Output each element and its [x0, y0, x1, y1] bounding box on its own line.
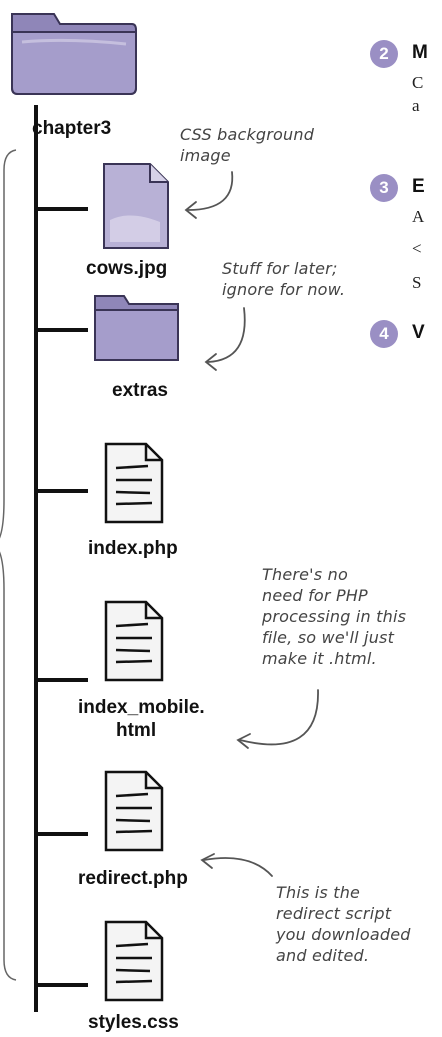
document-icon [104, 770, 164, 852]
file-cows[interactable] [100, 160, 172, 252]
step-number-4: 4 [370, 320, 398, 348]
step-text-3b: < [412, 239, 422, 258]
folder-extras[interactable] [92, 288, 182, 364]
file-index-mobile[interactable] [102, 598, 166, 684]
file-index-php-label: index.php [88, 538, 178, 559]
folder-icon [94, 295, 179, 361]
annotation-extras: Stuff for later; ignore for now. [222, 259, 346, 299]
file-styles[interactable] [102, 918, 166, 1004]
step-heading-4: V [412, 322, 425, 343]
document-icon [104, 920, 164, 1002]
root-folder-label: chapter3 [32, 118, 112, 139]
step-number-3: 3 [370, 174, 398, 202]
file-cows-label: cows.jpg [86, 258, 168, 279]
file-index-mobile-label-2: html [116, 720, 157, 741]
step-heading-3: E [412, 176, 425, 197]
file-index-mobile-label-1: index_mobile. [78, 697, 205, 718]
annotation-redirect: This is the redirect script you download… [276, 883, 411, 965]
file-index-php[interactable] [102, 440, 166, 526]
folder-icon [11, 13, 137, 95]
root-folder[interactable] [8, 2, 138, 98]
step-heading-2: M [412, 42, 428, 63]
step-text-2b: a [412, 96, 420, 115]
step-number-2: 2 [370, 40, 398, 68]
file-redirect[interactable] [102, 768, 166, 854]
step-text-2a: C [412, 73, 424, 92]
document-icon [104, 600, 164, 682]
step-text-3c: S [412, 273, 422, 292]
folder-extras-label: extras [112, 380, 168, 401]
file-styles-label: styles.css [88, 1012, 179, 1033]
step-text-3a: A [412, 207, 425, 226]
file-redirect-label: redirect.php [78, 868, 188, 889]
image-file-icon [103, 163, 169, 249]
document-icon [104, 442, 164, 524]
annotation-cows: CSS background image [180, 125, 315, 165]
annotation-mobile: There's no need for PHP processing in th… [262, 565, 407, 668]
